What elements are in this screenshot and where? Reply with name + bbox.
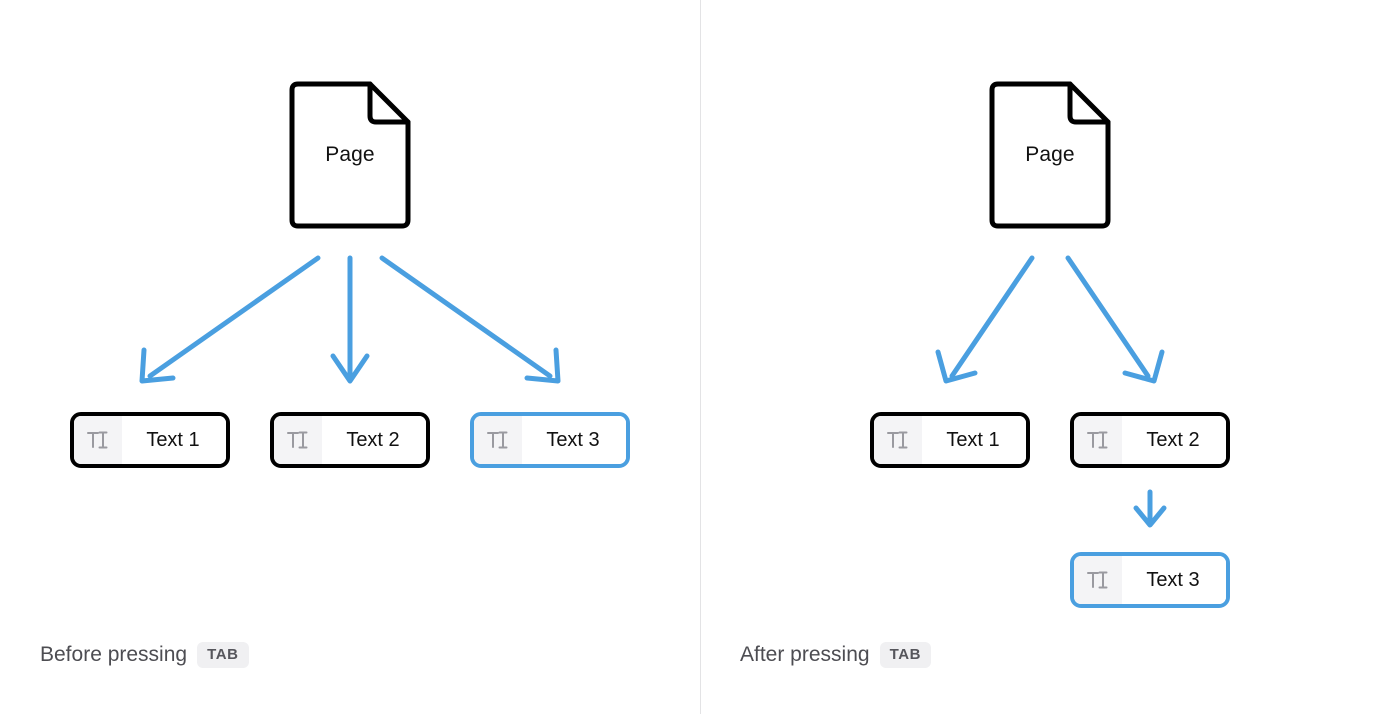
text-node-text1-left[interactable]: Text 1 bbox=[70, 412, 230, 468]
caption-text: After pressing bbox=[740, 643, 870, 666]
panel-divider bbox=[700, 0, 701, 714]
text-cursor-icon bbox=[474, 416, 522, 464]
page-icon-left: Page bbox=[289, 78, 411, 232]
text-node-label: Text 2 bbox=[1122, 416, 1226, 464]
arrow-page-to-text2-right bbox=[1065, 255, 1165, 384]
arrow-text2-to-text3-right bbox=[1133, 489, 1167, 528]
text-cursor-icon bbox=[274, 416, 322, 464]
text-node-text1-right[interactable]: Text 1 bbox=[870, 412, 1030, 468]
text-node-text3-right[interactable]: Text 3 bbox=[1070, 552, 1230, 608]
document-icon bbox=[989, 81, 1111, 229]
text-node-text2-left[interactable]: Text 2 bbox=[270, 412, 430, 468]
caption-after: After pressing TAB bbox=[740, 642, 932, 668]
page-icon-label: Page bbox=[1025, 143, 1075, 166]
tab-key-badge: TAB bbox=[879, 642, 932, 668]
text-cursor-icon bbox=[1074, 416, 1122, 464]
arrow-page-to-text3-left bbox=[379, 255, 561, 384]
text-node-label: Text 3 bbox=[522, 416, 626, 464]
text-node-label: Text 3 bbox=[1122, 556, 1226, 604]
text-cursor-icon bbox=[874, 416, 922, 464]
arrow-page-to-text1-left bbox=[139, 255, 321, 384]
text-cursor-icon bbox=[74, 416, 122, 464]
text-node-label: Text 1 bbox=[122, 416, 226, 464]
text-node-label: Text 2 bbox=[322, 416, 426, 464]
text-node-label: Text 1 bbox=[922, 416, 1026, 464]
tab-key-badge: TAB bbox=[197, 642, 249, 668]
page-icon-label: Page bbox=[325, 143, 375, 166]
text-cursor-icon bbox=[1074, 556, 1122, 604]
text-node-text2-right[interactable]: Text 2 bbox=[1070, 412, 1230, 468]
caption-text: Before pressing bbox=[40, 643, 188, 666]
caption-before: Before pressing TAB bbox=[40, 642, 249, 668]
text-node-text3-left[interactable]: Text 3 bbox=[470, 412, 630, 468]
page-icon-right: Page bbox=[989, 78, 1111, 232]
arrow-page-to-text1-right bbox=[935, 255, 1035, 384]
arrow-page-to-text2-left bbox=[330, 255, 370, 384]
document-icon bbox=[289, 81, 411, 229]
